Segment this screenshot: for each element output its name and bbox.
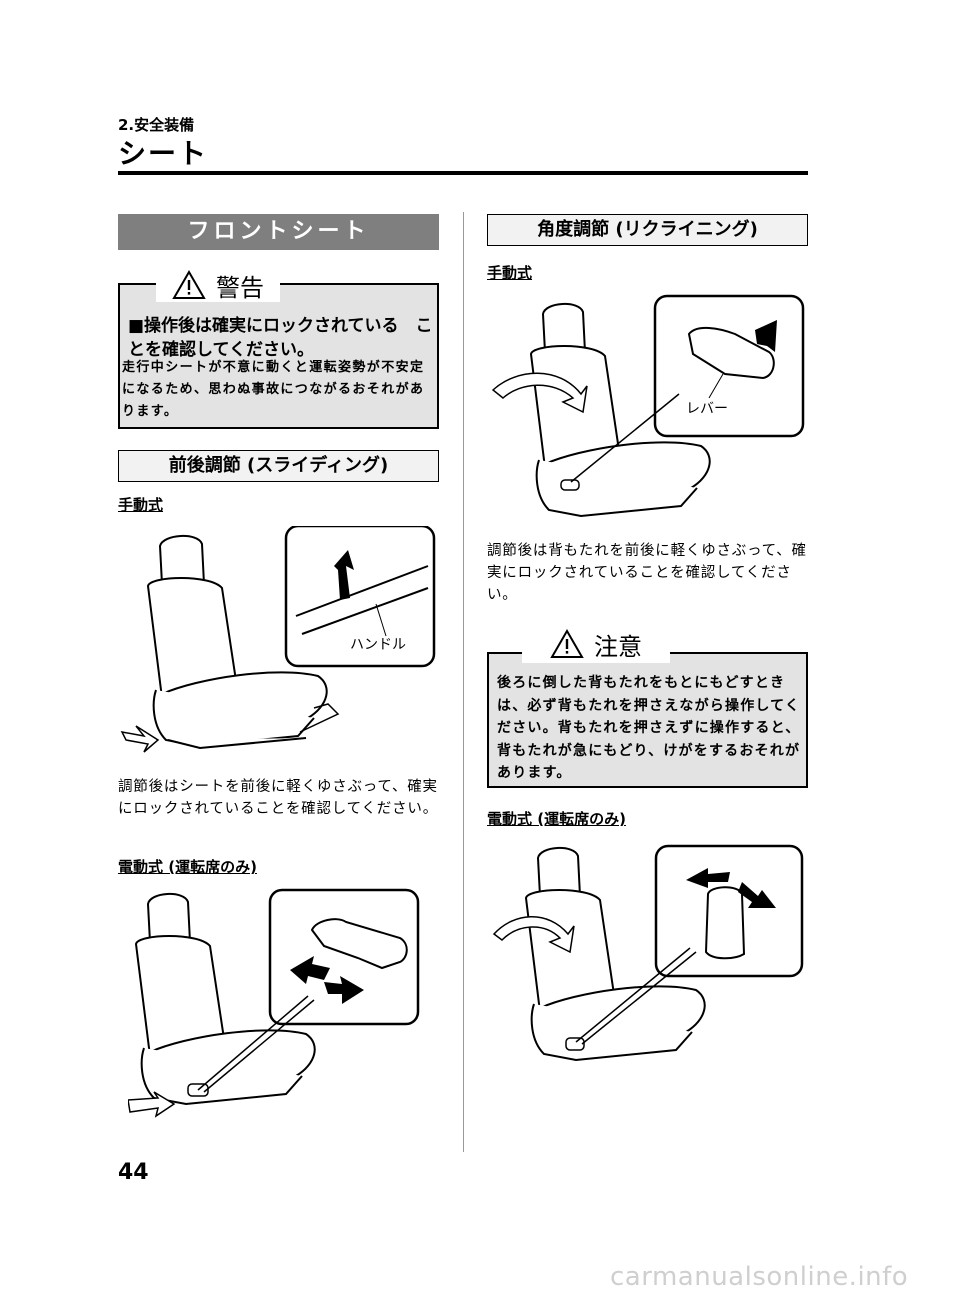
warning-box [118,283,439,429]
seat-slide-power-illustration [128,888,420,1118]
warning-header: 警告 [156,268,280,302]
chapter-label: 2.安全装備 [118,116,195,134]
page-title: シート [118,137,209,170]
seat-recline-manual-illustration [491,294,805,518]
recline-section-title: 角度調節 (リクライニング) [487,214,808,246]
handle-callout-label: ハンドル [350,637,406,653]
recline-manual-subtitle: 手動式 [487,264,533,282]
warning-title: ■操作後は確実にロックされている ことを確認してください。 [128,316,433,360]
header-divider [118,171,808,175]
caution-header: 注意 [522,625,670,663]
lever-callout-label: レバー [686,401,728,417]
warning-label: 警告 [216,273,264,302]
page-number: 44 [118,1160,149,1185]
caution-icon [550,629,584,658]
column-divider [463,212,464,1152]
warning-body: 走行中シートが不意に動くと運転姿勢が不安定になるため、思わぬ事故につながるおそれ… [122,360,425,419]
recline-power-subtitle: 電動式 (運転席のみ) [487,810,626,828]
slide-manual-instructions: 調節後はシートを前後に軽くゆさぶって、確実にロックされていることを確認してくださ… [118,779,438,817]
manual-subtitle: 手動式 [118,496,164,514]
recline-manual-instructions: 調節後は背もたれを前後に軽くゆさぶって、確実にロックされていることを確認してくだ… [487,543,807,603]
seat-recline-power-illustration [492,844,804,1062]
slide-section-title: 前後調節 (スライディング) [118,450,439,482]
power-subtitle: 電動式 (運転席のみ) [118,858,257,876]
caution-body: 後ろに倒した背もたれをもとにもどすときは、必ず背もたれを押さえながら操作してくだ… [497,675,801,781]
footer-watermark: carmanualsonline.info [610,1262,909,1292]
section-banner: フロントシート [118,214,439,250]
warning-icon [172,270,206,299]
caution-label: 注意 [594,632,642,661]
seat-slide-manual-illustration [120,526,436,753]
